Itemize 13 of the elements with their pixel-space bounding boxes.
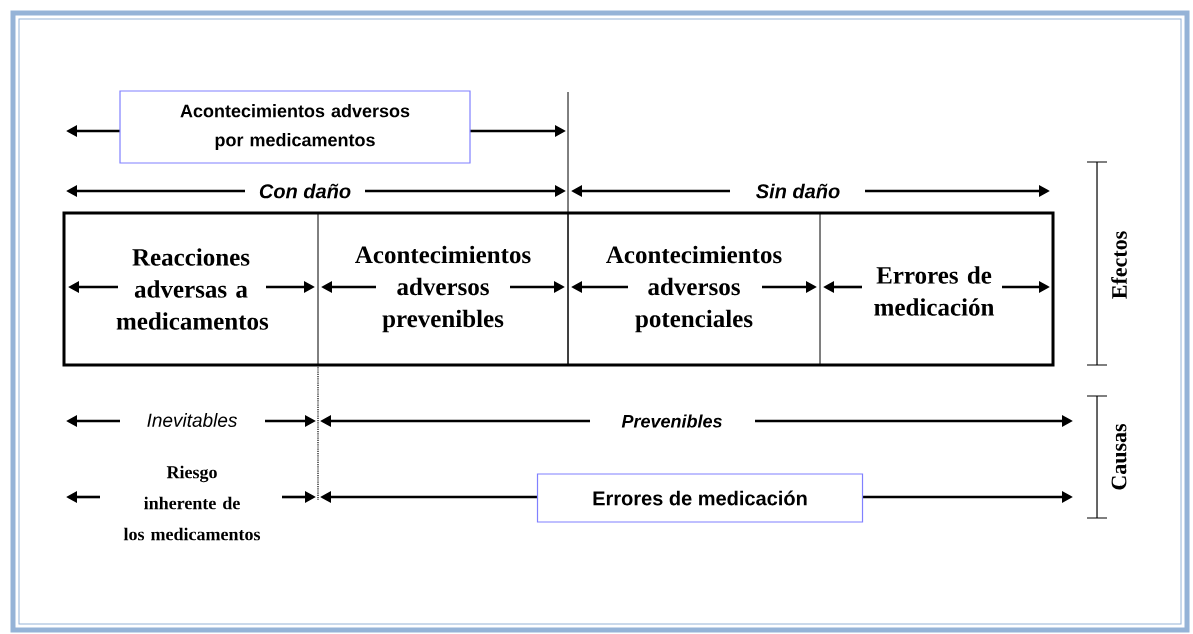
span-label: Sin daño — [756, 183, 840, 199]
title-box: Acontecimientos adversos por medicamentos — [119, 90, 471, 164]
table-cell: Errores de medicación — [874, 266, 995, 316]
axis-label: Efectos — [1111, 231, 1127, 299]
table-cell: Acontecimientos adversos potenciales — [606, 245, 782, 333]
axis-label: Causas — [1111, 423, 1127, 490]
table-cell: Reacciones adversas a medicamentos — [116, 248, 269, 330]
span-label: Con daño — [259, 183, 351, 199]
category-box: Errores de medicación — [536, 473, 864, 523]
span-label: Riesgo inherente de los medicamentos — [123, 465, 261, 541]
span-label: Prevenibles — [621, 414, 722, 428]
span-label: Inevitables — [147, 413, 237, 427]
table-cell: Acontecimientos adversos prevenibles — [355, 245, 531, 333]
